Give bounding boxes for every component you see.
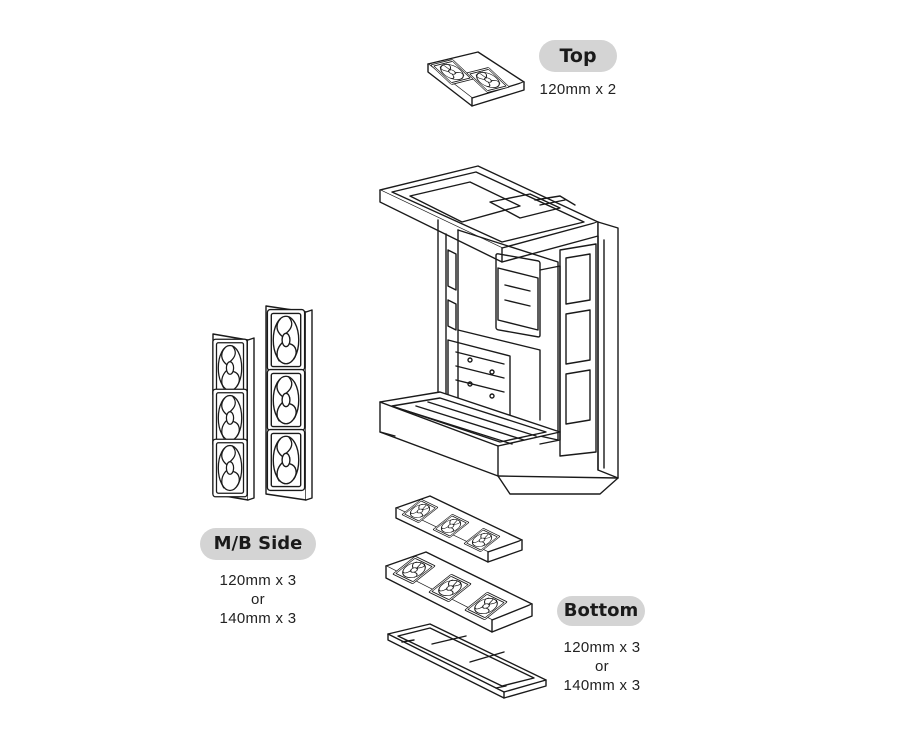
mb-side-spec-line: 140mm x 3 xyxy=(219,610,297,627)
top-fan-pair xyxy=(427,51,525,107)
mb-side-label: M/B Side xyxy=(200,528,316,560)
mb-side-spec-line: or xyxy=(251,591,265,608)
pc-case xyxy=(379,165,619,495)
top-label: Top xyxy=(539,40,617,72)
top-spec: 120mm x 2 xyxy=(523,80,633,99)
bottom-fans-120 xyxy=(395,495,523,563)
bottom-spec-line: 120mm x 3 xyxy=(563,639,641,656)
mb-side-fans xyxy=(212,305,313,501)
bottom-spec: 120mm x 3 or 140mm x 3 xyxy=(547,638,657,695)
bottom-spec-line: or xyxy=(595,658,609,675)
bottom-fans-140 xyxy=(385,551,533,633)
bottom-spec-line: 140mm x 3 xyxy=(563,677,641,694)
mb-side-spec: 120mm x 3 or 140mm x 3 xyxy=(203,571,313,628)
mb-side-spec-line: 120mm x 3 xyxy=(219,572,297,589)
bottom-dust-filter xyxy=(387,623,547,699)
bottom-label: Bottom xyxy=(557,596,645,626)
top-spec-line: 120mm x 2 xyxy=(539,81,617,98)
